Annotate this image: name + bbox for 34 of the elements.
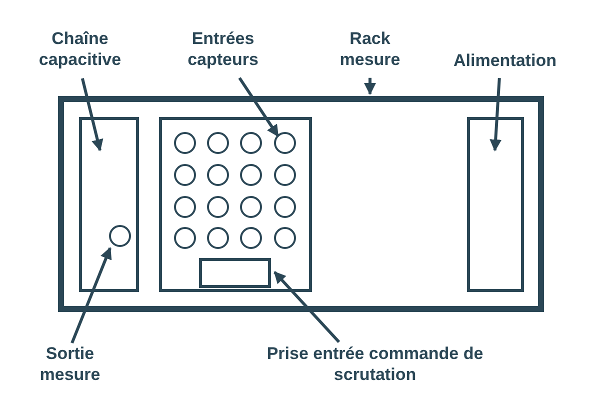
sensor-panel (159, 117, 312, 292)
socket-circle (240, 227, 262, 249)
socket-circle (174, 227, 196, 249)
socket-circle (109, 225, 131, 247)
connector-port (199, 258, 271, 288)
socket-circle (207, 227, 229, 249)
socket-circle (174, 132, 196, 154)
socket-circle (207, 132, 229, 154)
module-panel (467, 117, 524, 292)
socket-circle (207, 164, 229, 186)
callout-label: Chaîne capacitive (20, 28, 140, 76)
callout-label: Rack mesure (325, 28, 415, 76)
socket-circle (174, 164, 196, 186)
callout-label: Entrées capteurs (168, 28, 278, 76)
callout-label: Alimentation (435, 50, 575, 74)
socket-circle (240, 132, 262, 154)
leader-line (490, 78, 502, 152)
socket-circle (274, 164, 296, 186)
callout-label: Sortie mesure (20, 343, 120, 391)
socket-circle (240, 164, 262, 186)
socket-circle (274, 227, 296, 249)
leader-line (238, 77, 280, 137)
leader-line (274, 271, 340, 344)
socket-circle (274, 196, 296, 218)
socket-circle (174, 196, 196, 218)
module-panel (79, 117, 139, 292)
leader-line (70, 246, 112, 344)
leader-line (364, 78, 376, 96)
callout-label: Prise entrée commande de scrutation (255, 343, 495, 391)
socket-circle (274, 132, 296, 154)
socket-circle (207, 196, 229, 218)
socket-circle (240, 196, 262, 218)
rack-frame (58, 96, 544, 312)
leader-line (80, 78, 104, 152)
